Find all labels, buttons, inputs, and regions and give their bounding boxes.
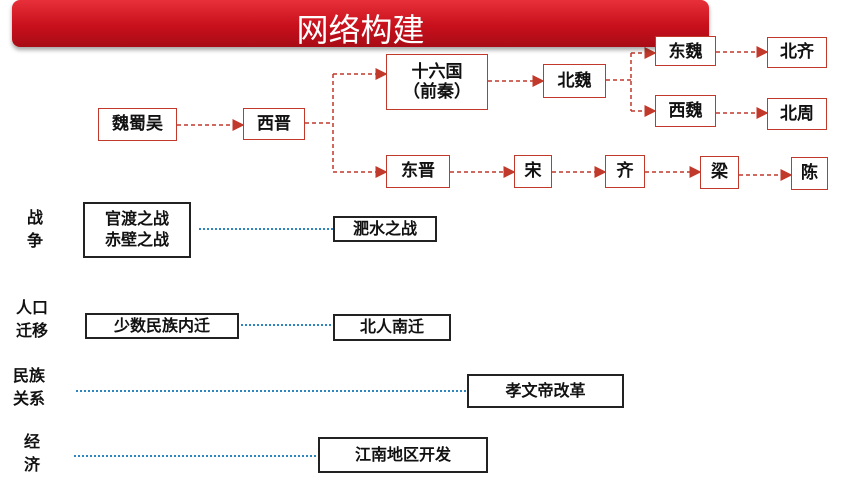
box-dong-jin: 东晋 xyxy=(386,155,450,188)
label-jiangnan-development: 江南地区开发 xyxy=(354,444,451,464)
label-wei-shu-wu: 魏蜀吴 xyxy=(112,114,163,135)
label-chibi: 赤壁之战 xyxy=(104,230,169,249)
row-label-population: 人口 迁移 xyxy=(7,296,57,342)
label-shiliuguo: 十六国 xyxy=(411,61,463,82)
box-bei-qi: 北齐 xyxy=(767,37,827,68)
row-label-ethnic-line1: 民族 xyxy=(12,366,45,385)
box-guandu-chibi: 官渡之战 赤壁之战 xyxy=(83,202,191,258)
box-xiaowendi-reform: 孝文帝改革 xyxy=(467,374,624,408)
title-banner: 网络构建 xyxy=(12,0,709,49)
box-feishui: 淝水之战 xyxy=(333,216,437,242)
row-label-war-line2: 争 xyxy=(26,231,43,251)
box-xi-wei: 西魏 xyxy=(655,95,716,127)
page-title: 网络构建 xyxy=(296,11,425,49)
box-north-south-migration: 北人南迁 xyxy=(333,314,451,341)
label-dong-wei: 东魏 xyxy=(668,41,703,62)
label-bei-wei: 北魏 xyxy=(557,70,592,91)
box-wei-shu-wu: 魏蜀吴 xyxy=(98,108,177,141)
label-minority-migration: 少数民族内迁 xyxy=(113,315,210,335)
label-liang: 梁 xyxy=(711,162,728,183)
label-chen: 陈 xyxy=(801,163,818,184)
row-label-economy-line1: 经 xyxy=(23,432,40,451)
row-label-ethnic-line2: 关系 xyxy=(12,389,45,409)
box-bei-wei: 北魏 xyxy=(543,64,606,98)
label-north-south-migration: 北人南迁 xyxy=(359,317,424,337)
row-label-war: 战 争 xyxy=(10,206,60,252)
box-jiangnan-development: 江南地区开发 xyxy=(318,437,488,473)
box-chen: 陈 xyxy=(791,157,828,190)
box-qi: 齐 xyxy=(605,155,645,188)
label-xi-jin: 西晋 xyxy=(257,113,291,134)
box-minority-migration: 少数民族内迁 xyxy=(85,313,239,339)
label-qi: 齐 xyxy=(616,161,634,182)
row-label-economy: 经 济 xyxy=(7,430,57,476)
label-bei-zhou: 北周 xyxy=(780,103,814,124)
label-song: 宋 xyxy=(524,161,542,182)
row-label-ethnic: 民族 关系 xyxy=(4,364,54,410)
box-xi-jin: 西晋 xyxy=(243,108,305,140)
label-qianqin: （前秦） xyxy=(403,82,471,102)
label-feishui: 淝水之战 xyxy=(352,218,417,238)
row-label-war-line1: 战 xyxy=(26,208,43,227)
box-dong-wei: 东魏 xyxy=(655,36,716,66)
label-bei-qi: 北齐 xyxy=(780,42,814,63)
label-guandu: 官渡之战 xyxy=(104,209,169,229)
box-shiliuguo: 十六国 （前秦） xyxy=(386,54,488,110)
box-song: 宋 xyxy=(514,155,552,188)
row-label-economy-line2: 济 xyxy=(23,455,40,475)
box-bei-zhou: 北周 xyxy=(767,98,827,130)
label-xi-wei: 西魏 xyxy=(668,100,703,121)
row-label-population-line2: 迁移 xyxy=(15,321,48,341)
label-xiaowendi-reform: 孝文帝改革 xyxy=(505,380,586,400)
row-label-population-line1: 人口 xyxy=(15,298,48,317)
label-dong-jin: 东晋 xyxy=(401,161,435,182)
box-liang: 梁 xyxy=(700,156,739,189)
